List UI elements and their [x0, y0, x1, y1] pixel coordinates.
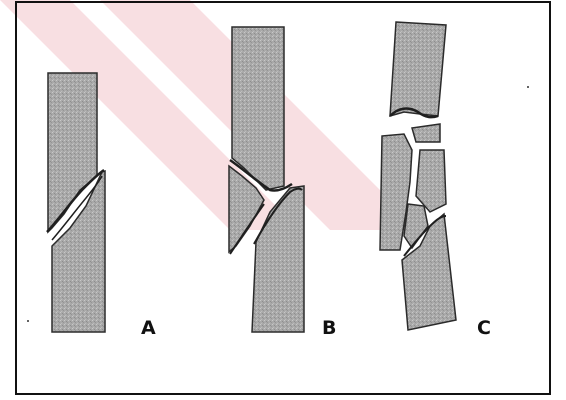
label-a: A [141, 317, 156, 339]
label-c: C [477, 317, 491, 339]
fragment-c-top [390, 22, 446, 116]
scan-dot [527, 86, 529, 88]
label-b: B [322, 317, 336, 339]
fragment-c-small-right [412, 124, 440, 142]
fracture-c [380, 22, 456, 330]
fragment-c-middle-right [416, 150, 446, 212]
scan-dot [27, 320, 29, 322]
bone-b-upper [232, 27, 284, 190]
fracture-a [47, 73, 105, 332]
